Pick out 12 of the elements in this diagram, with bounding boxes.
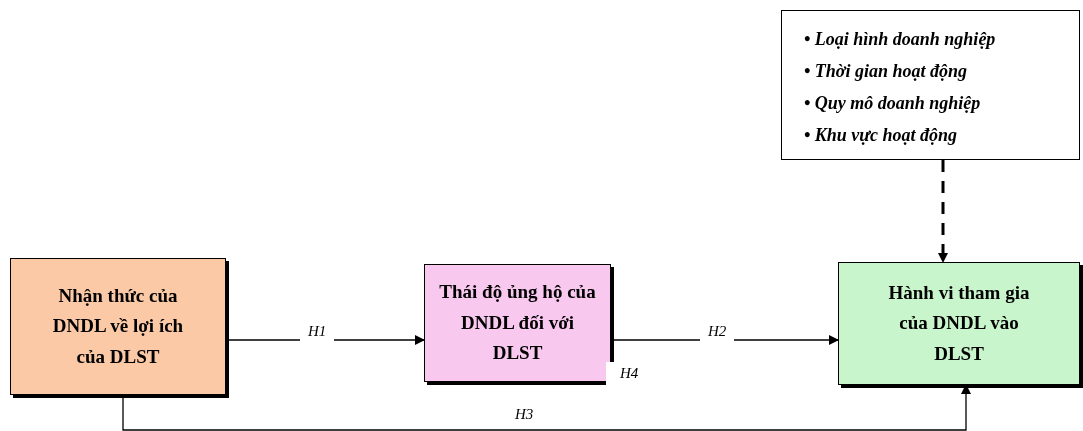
- box-text: Thái độ ủng hộ của DNDL đối với DLST: [438, 280, 597, 366]
- process-box: [10, 258, 226, 395]
- box-text: Hành vi tham gia của DNDL vào DLST: [887, 280, 1031, 366]
- factor-list-box: [781, 10, 1080, 160]
- dashed-arrow: [938, 160, 948, 263]
- bullet-item: • Quy mô doanh nghiệp: [804, 92, 982, 115]
- bullet-item: • Khu vực hoạt động: [804, 124, 959, 147]
- box-text: Nhận thức của DNDL về lợi ích của DLST: [51, 283, 185, 369]
- process-box: [424, 264, 611, 382]
- process-box: [838, 262, 1080, 385]
- bullet-item: • Thời gian hoạt động: [804, 60, 968, 83]
- bullet-item: • Loại hình doanh nghiệp: [804, 28, 997, 51]
